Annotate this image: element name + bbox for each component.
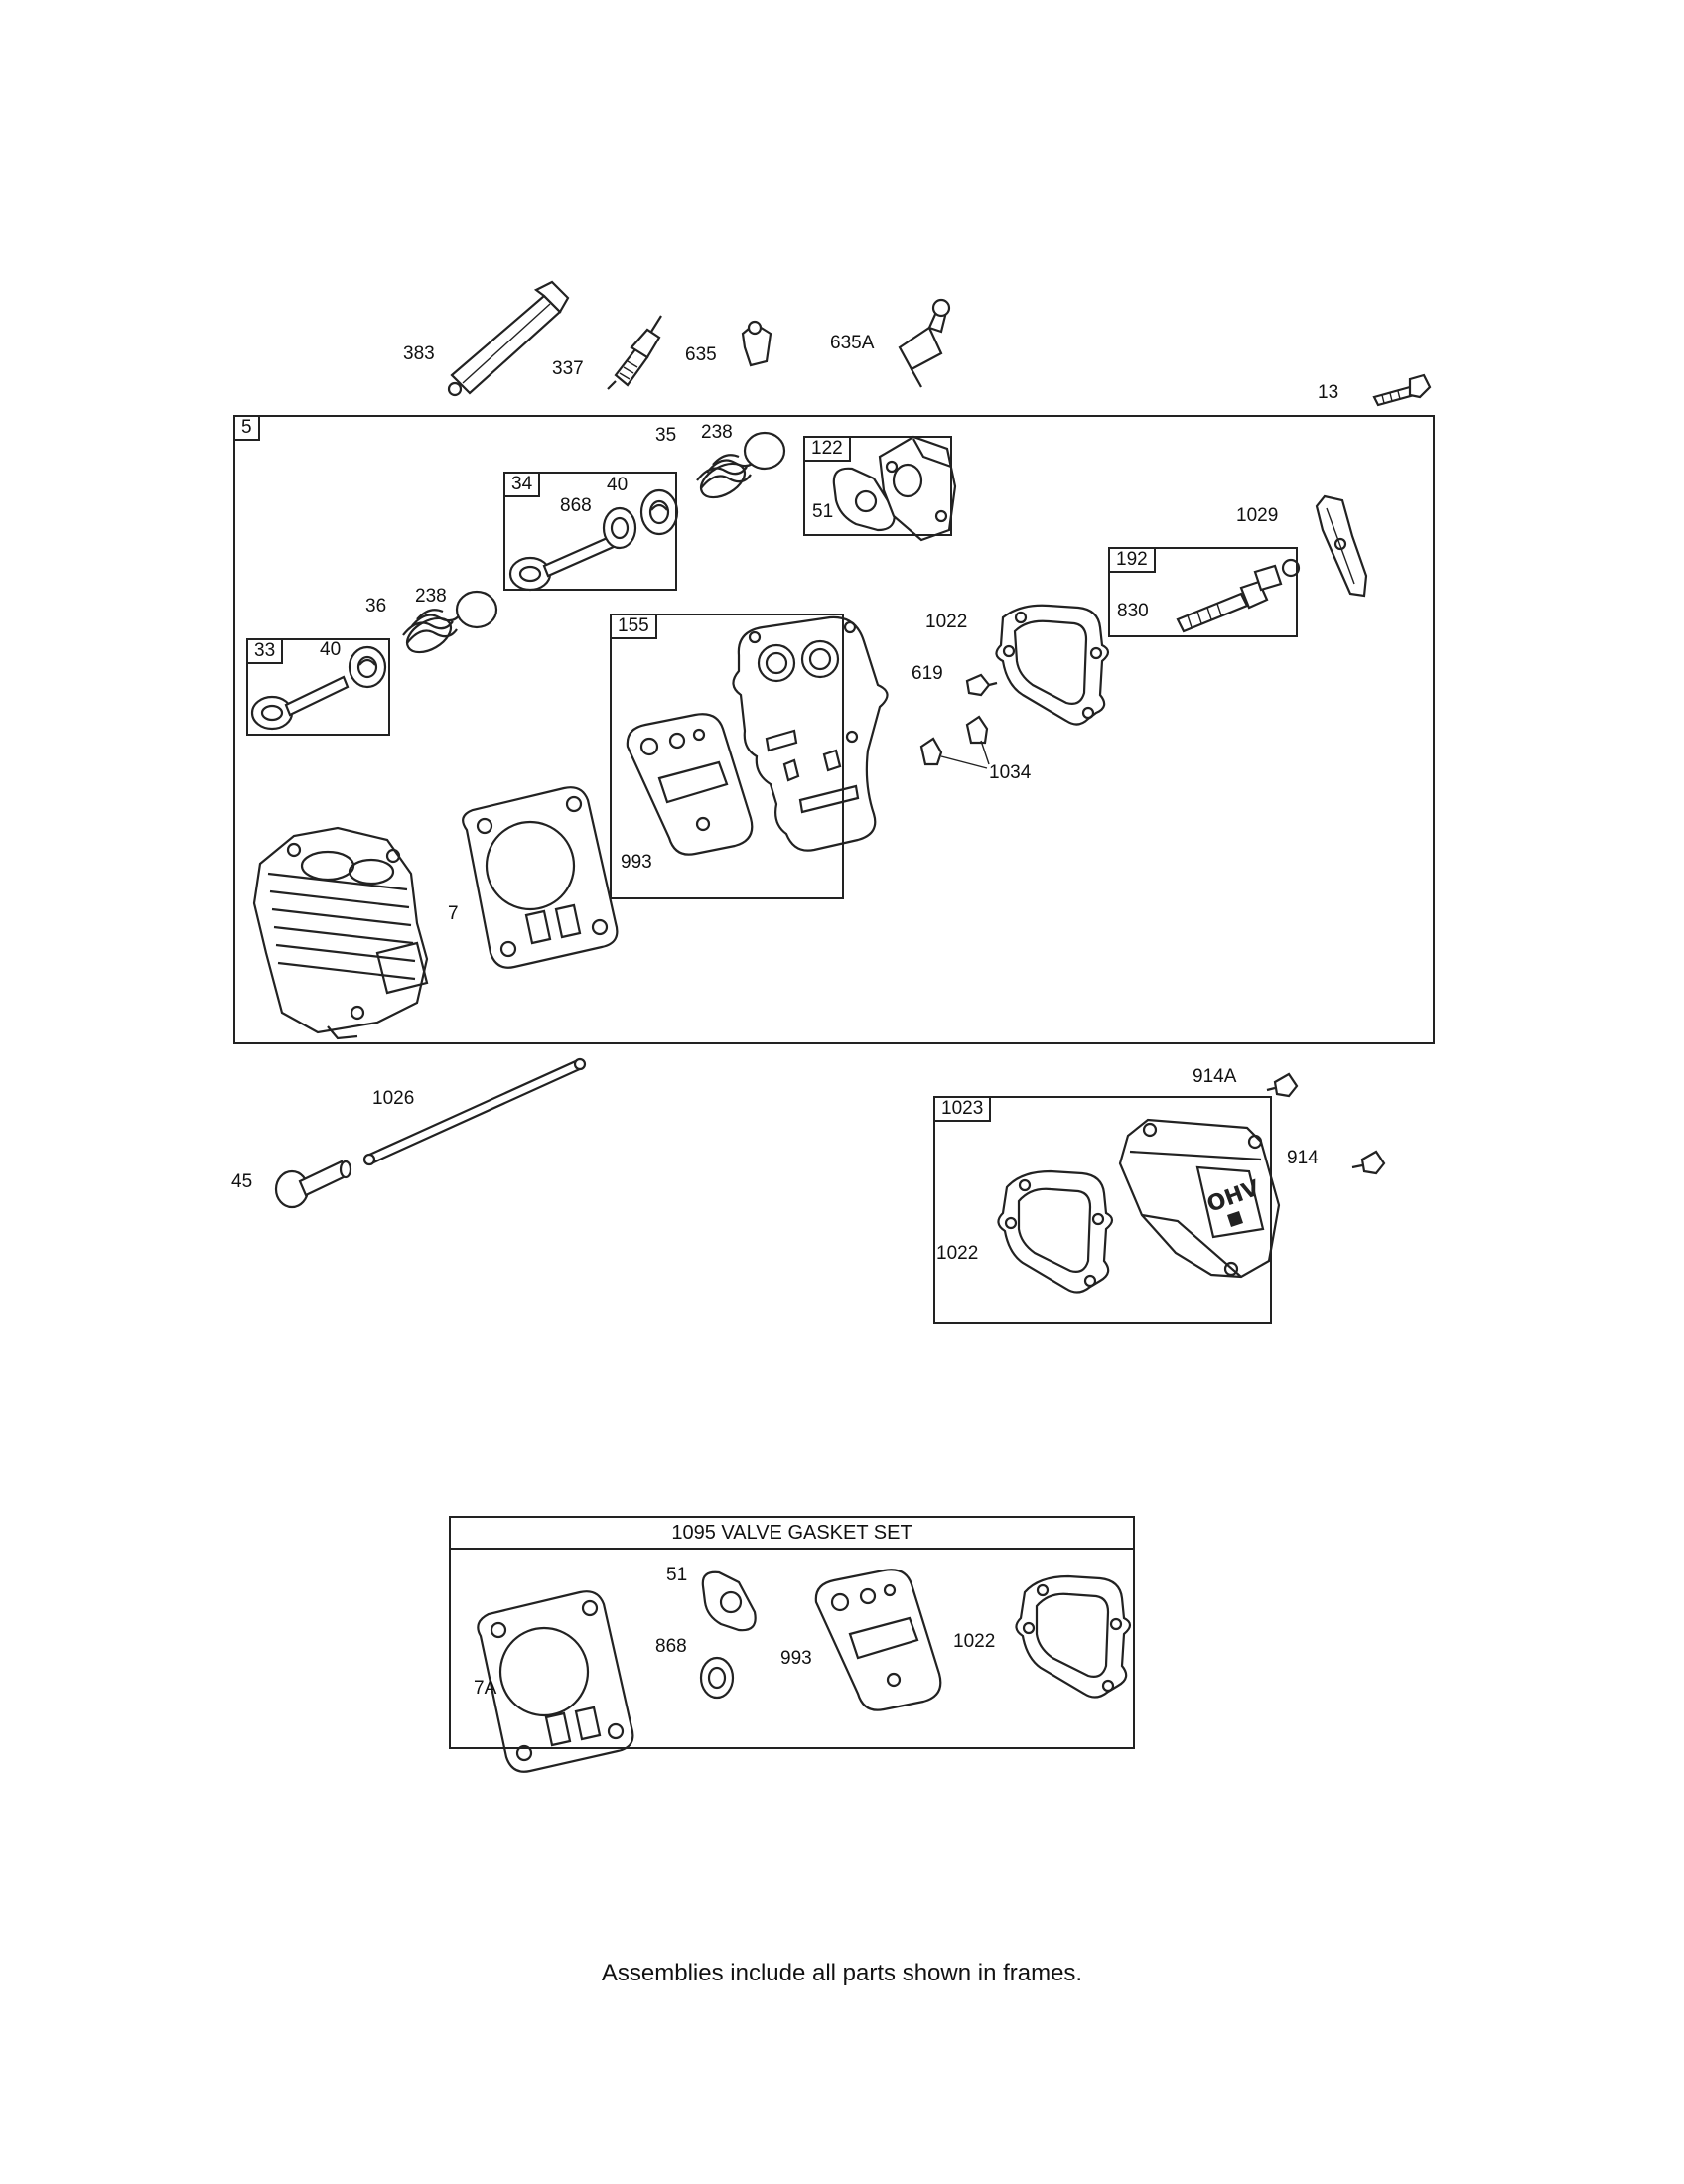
label-7A: 7A (474, 1678, 497, 1699)
gasket-set-frame: 1095 VALVE GASKET SET (449, 1516, 1135, 1749)
plug-boot-illustration (898, 298, 951, 388)
frame-5: 5 (233, 415, 1435, 1044)
valve-cover-illustration: OHV (1118, 1118, 1281, 1279)
head-gasket-7A-illustration (477, 1590, 634, 1773)
label-868-top: 868 (560, 495, 592, 516)
spring-36-illustration (402, 609, 462, 654)
label-1026: 1026 (372, 1088, 415, 1109)
dipstick-tube-illustration (447, 280, 570, 397)
clip-1034-leader (940, 740, 990, 769)
boot-illustration (741, 320, 772, 367)
frame-192: 192 (1108, 547, 1298, 637)
frame-33: 33 (246, 638, 390, 736)
intake-adapter-illustration (878, 435, 957, 542)
label-1034: 1034 (989, 762, 1032, 783)
label-51-top: 51 (812, 501, 834, 522)
clip-1034b-illustration (965, 715, 989, 745)
label-1022-top: 1022 (925, 612, 968, 632)
cylinder-head-illustration (252, 826, 429, 1040)
label-13: 13 (1318, 382, 1339, 403)
spring-35-illustration (696, 454, 758, 499)
label-238-lower: 238 (415, 586, 447, 607)
frame-34-tag: 34 (503, 472, 541, 497)
label-7: 7 (448, 903, 459, 924)
label-1022-set: 1022 (953, 1631, 996, 1652)
label-914A: 914A (1193, 1066, 1237, 1087)
label-51-set: 51 (666, 1565, 688, 1585)
frame-192-tag: 192 (1108, 547, 1156, 573)
frame-34: 34 (503, 472, 677, 591)
gasket-set-title: 1095 VALVE GASKET SET (451, 1518, 1133, 1550)
cover-gasket-1022-set-illustration (1015, 1574, 1132, 1699)
bolt-13-illustration (1372, 373, 1432, 407)
gasket-993-set-illustration (814, 1569, 942, 1711)
valve-34-illustration (508, 534, 618, 592)
frame-1023-tag: 1023 (933, 1096, 992, 1122)
label-35: 35 (655, 425, 677, 446)
head-gasket-7-illustration (462, 786, 619, 969)
screw-619-illustration (965, 673, 998, 697)
label-830: 830 (1117, 601, 1149, 621)
label-40-top: 40 (607, 475, 629, 495)
push-rod-illustration (362, 1057, 587, 1166)
label-40-lower: 40 (320, 639, 342, 660)
rocker-arm-illustration (1315, 494, 1368, 598)
frame-122-tag: 122 (803, 436, 851, 462)
cap-238-lower (455, 590, 498, 629)
seal-868-illustration (602, 506, 637, 550)
label-868-set: 868 (655, 1636, 687, 1657)
label-619: 619 (912, 663, 943, 684)
label-45: 45 (231, 1171, 253, 1192)
cover-gasket-1022-frame-illustration (997, 1169, 1114, 1294)
cover-gasket-1022-top-illustration (995, 604, 1110, 726)
label-993-set: 993 (780, 1648, 812, 1669)
retainer-40-illustration (639, 488, 679, 536)
spark-plug-illustration (607, 315, 662, 390)
seal-868-set-illustration (699, 1656, 735, 1700)
label-36: 36 (365, 596, 387, 616)
footer-note: Assemblies include all parts shown in fr… (601, 1960, 1083, 1986)
label-635A: 635A (830, 333, 875, 353)
label-1029: 1029 (1236, 505, 1279, 526)
frame-122: 122 (803, 436, 952, 536)
frame-155-tag: 155 (610, 614, 657, 639)
label-337: 337 (552, 358, 584, 379)
label-914: 914 (1287, 1148, 1319, 1168)
frame-1023: 1023 (933, 1096, 1272, 1324)
label-993-frame: 993 (621, 852, 652, 873)
gasket-51-illustration (832, 467, 896, 532)
gasket-51-set-illustration (701, 1570, 757, 1632)
retainer-40b-illustration (348, 645, 387, 689)
gasket-993-frame-illustration (626, 713, 754, 856)
frame-33-tag: 33 (246, 638, 284, 664)
cylinder-head-gasket-155-illustration (732, 615, 889, 852)
clip-1034a-illustration (919, 737, 943, 766)
screw-914-illustration (1351, 1150, 1386, 1175)
label-1022-frame: 1022 (936, 1243, 979, 1264)
frame-155: 155 (610, 614, 844, 899)
screw-914A-illustration (1266, 1072, 1299, 1098)
rocker-stud-830-illustration (1176, 558, 1301, 633)
label-635: 635 (685, 344, 717, 365)
label-383: 383 (403, 343, 435, 364)
cap-238-top (743, 431, 786, 471)
label-238-top: 238 (701, 422, 733, 443)
tappet-illustration (274, 1160, 352, 1209)
frame-5-tag: 5 (233, 415, 260, 441)
valve-33-illustration (250, 675, 350, 731)
